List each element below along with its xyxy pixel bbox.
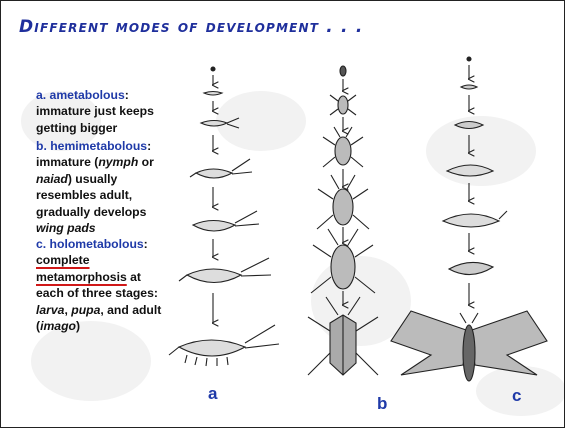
column-label-c: c: [512, 386, 521, 406]
column-c-stages: [391, 57, 547, 381]
column-a-stages: [169, 67, 279, 366]
column-label-b: b: [377, 394, 387, 414]
column-b-stages: [308, 66, 378, 375]
column-label-a: a: [208, 384, 217, 404]
